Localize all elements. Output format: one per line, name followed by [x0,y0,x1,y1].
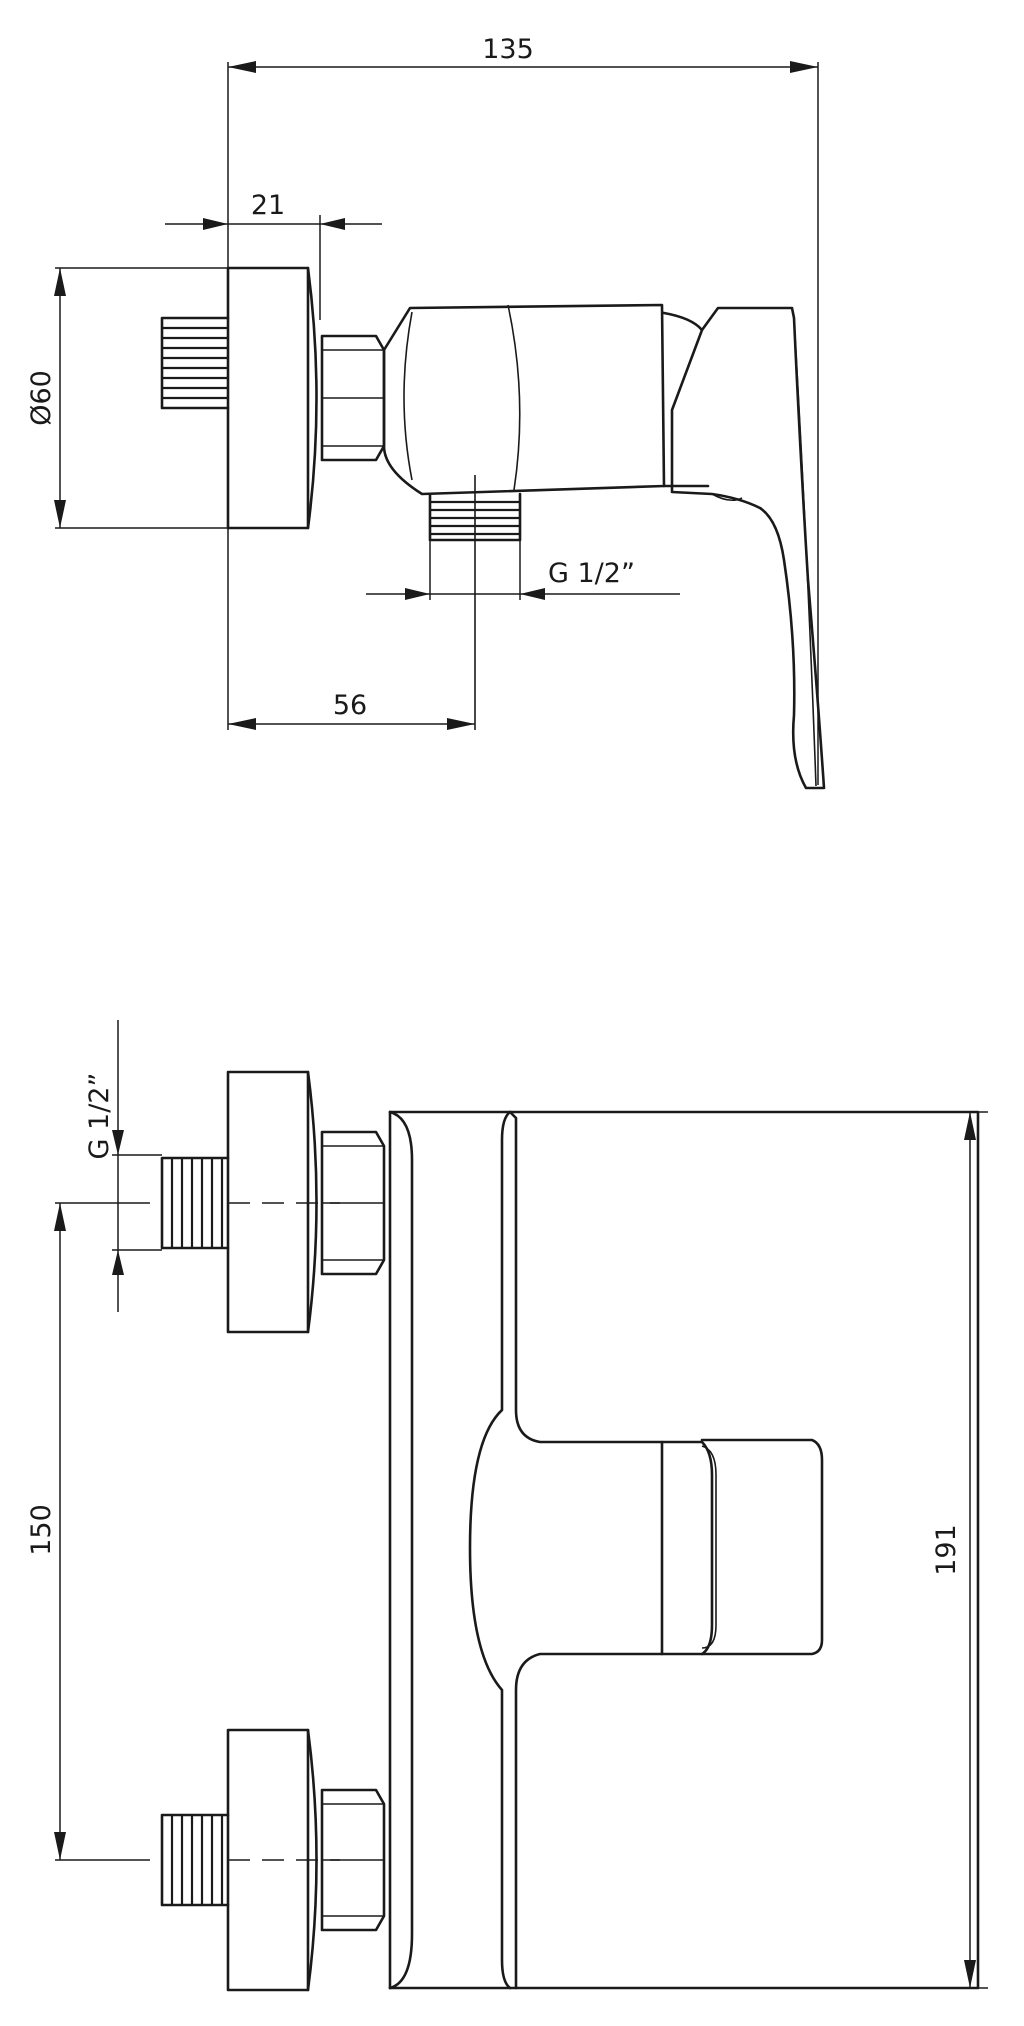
dimension-150-label: 150 [26,1504,57,1556]
inlet-thread-side [160,316,230,410]
front-view: G 1/2” 150 [26,1020,988,1992]
dimension-thread-front: G 1/2” [84,1020,162,1312]
mixer-body-front [388,1110,980,1990]
dimension-diameter-label: Ø60 [26,370,57,426]
lower-inlet [160,1728,386,1992]
upper-inlet [160,1070,386,1334]
lever-handle-front [660,1438,824,1656]
dimension-56-label: 56 [333,690,367,721]
dimension-191-label: 191 [931,1524,962,1576]
hex-nut-side [320,334,386,462]
dimension-thread-front-label: G 1/2” [84,1073,115,1160]
dimension-thread-top: G 1/2” [366,540,680,600]
dimension-150: 150 [26,1202,150,1861]
outlet-thread-side [428,475,522,730]
escutcheon-side [226,266,318,530]
dimension-21-label: 21 [251,190,285,221]
dimension-diameter: Ø60 [26,267,228,529]
dimension-191: 191 [931,1111,988,1989]
dimension-135: 135 [227,34,819,785]
side-view: 135 21 Ø60 [26,34,826,790]
mixer-body-side [382,303,666,496]
lever-handle-side [662,306,826,790]
dimension-135-label: 135 [482,34,534,65]
dimension-21: 21 [165,190,382,320]
dimension-56: 56 [227,528,475,730]
dimension-thread-top-label: G 1/2” [548,558,635,589]
